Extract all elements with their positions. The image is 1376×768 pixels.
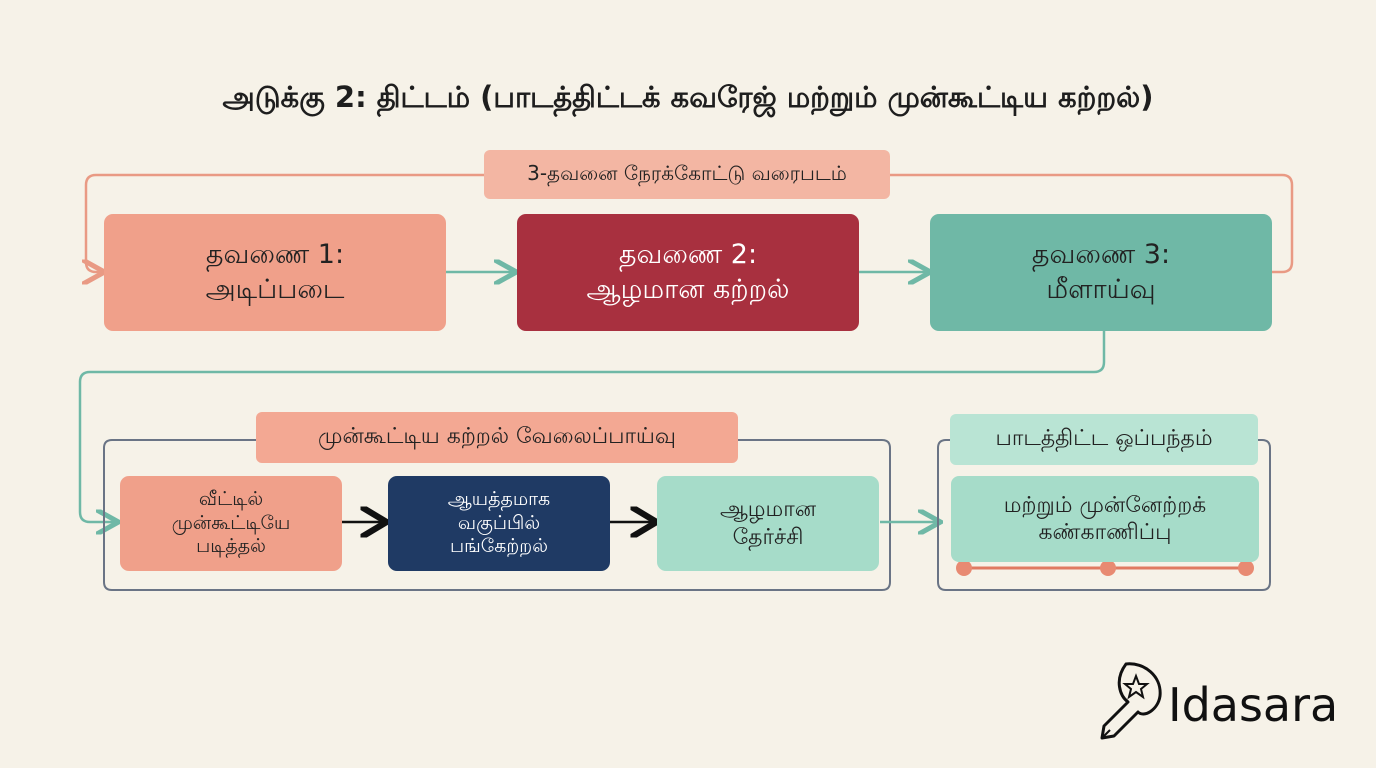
pen-nib-star-icon (1100, 662, 1162, 740)
step-deep-mastery-box: ஆழமான தேர்ச்சி (657, 476, 879, 571)
preview-section-border (103, 439, 891, 591)
arrow-term3-preview (78, 331, 1106, 522)
term-2-box: தவணை 2: ஆழமான கற்றல் (517, 214, 859, 331)
progress-tracking-box: மற்றும் முன்னேற்றக் கண்காணிப்பு (951, 476, 1259, 562)
tracker-dot (956, 560, 972, 576)
timeline-label: 3-தவனை நேரக்கோட்டு வரைபடம் (484, 150, 890, 199)
step-home-preview-box: வீட்டில் முன்கூட்டியே படித்தல் (120, 476, 342, 571)
page-title: அடுக்கு 2: திட்டம் (பாடத்திட்டக் கவரேஜ் … (222, 80, 1154, 114)
step-class-participation-box: ஆயத்தமாக வகுப்பில் பங்கேற்றல் (388, 476, 610, 571)
term-3-box: தவணை 3: மீளாய்வு (930, 214, 1272, 331)
curriculum-contract-label: பாடத்திட்ட ஒப்பந்தம் (950, 414, 1258, 465)
tracker-dot (1238, 560, 1254, 576)
preview-workflow-label: முன்கூட்டிய கற்றல் வேலைப்பாய்வு (256, 412, 738, 463)
tracker-dot (1100, 560, 1116, 576)
term-1-box: தவணை 1: அடிப்படை (104, 214, 446, 331)
timeline-loop-connector (86, 173, 484, 272)
contract-section-border (937, 439, 1271, 591)
brand-logo-text: Idasara (1168, 678, 1339, 732)
timeline-loop-right (890, 173, 1294, 274)
